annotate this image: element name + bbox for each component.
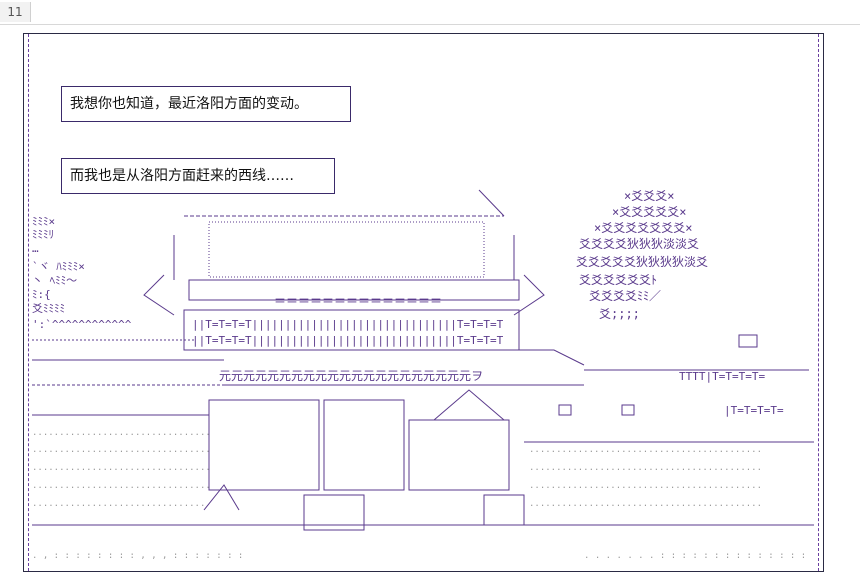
svg-text:||T=T=T=T|||||||||||||||||||||: ||T=T=T=T|||||||||||||||||||||||||||||||…	[192, 318, 504, 331]
ascii-art-scene: ﾐﾐﾐ× ﾐﾐﾐﾘ … `ヾ ﾊﾐﾐﾐ× 丶 ﾍﾐﾐ〜 ﾐ:{ 爻ﾐﾐﾐﾐ ':…	[32, 189, 814, 560]
svg-text:爻爻爻爻爻爻ﾄ: 爻爻爻爻爻爻ﾄ	[579, 273, 657, 287]
svg-text:元元元元元元元元元元元元元元元元元元元元元ヲ: 元元元元元元元元元元元元元元元元元元元元元ヲ	[219, 369, 483, 383]
svg-text:×爻爻爻爻爻×: ×爻爻爻爻爻×	[612, 205, 686, 219]
right-tree: ×爻爻爻× ×爻爻爻爻爻× ×爻爻爻爻爻爻爻× 爻爻爻爻狄狄狄淡淡爻 爻爻爻爻爻…	[576, 189, 708, 321]
svg-text:..............................: .................................	[32, 481, 211, 491]
svg-text:..............................: .................................	[32, 445, 211, 455]
svg-text:|T=T=T=T=: |T=T=T=T=	[724, 404, 784, 417]
frame-right-dashes	[818, 34, 819, 571]
svg-text:':`^^^^^^^^^^^^: ':`^^^^^^^^^^^^	[32, 318, 132, 331]
caption-box-2: 而我也是从洛阳方面赶来的西线……	[61, 158, 335, 194]
art-frame	[23, 33, 824, 572]
svg-text:…: …	[32, 242, 39, 255]
svg-text:||T=T=T=T|||||||||||||||||||||: ||T=T=T=T|||||||||||||||||||||||||||||||…	[192, 334, 504, 347]
svg-text:..............................: ........................................…	[529, 499, 762, 509]
svg-text:..............................: ........................................…	[529, 445, 762, 455]
svg-text:ﾐﾐﾐﾘ: ﾐﾐﾐﾘ	[32, 228, 54, 241]
svg-text:爻爻爻爻ﾐﾐ／: 爻爻爻爻ﾐﾐ／	[589, 289, 661, 303]
ground-dots: ................................. ......…	[32, 428, 806, 560]
top-bar: 11	[0, 0, 860, 25]
svg-text:..............................: .................................	[32, 463, 211, 473]
page-number: 11	[0, 2, 31, 22]
svg-text:爻爻爻爻爻狄狄狄狄淡爻: 爻爻爻爻爻狄狄狄狄淡爻	[576, 255, 708, 269]
svg-text:..............................: ................................	[32, 499, 205, 509]
svg-text:×爻爻爻×: ×爻爻爻×	[624, 189, 674, 203]
svg-text:爻爻爻爻狄狄狄淡淡爻: 爻爻爻爻狄狄狄淡淡爻	[579, 237, 699, 251]
svg-text:×爻爻爻爻爻爻爻×: ×爻爻爻爻爻爻爻×	[594, 221, 692, 235]
svg-text:. . . . . . . : : : : : : :: . . . . . . . : : : : : : : : : : : : : …	[584, 551, 806, 560]
svg-text:爻;;;;: 爻;;;;	[599, 307, 640, 321]
svg-text:ﾐﾐﾐ×: ﾐﾐﾐ×	[32, 215, 55, 228]
svg-text:..............................: .................................	[32, 428, 211, 438]
svg-text:TTTT|T=T=T=T=: TTTT|T=T=T=T=	[679, 370, 765, 383]
caption-box-1: 我想你也知道，最近洛阳方面的变动。	[61, 86, 351, 122]
svg-text:..............................: ........................................…	[529, 463, 762, 473]
svg-text:爻ﾐﾐﾐﾐ: 爻ﾐﾐﾐﾐ	[32, 302, 65, 315]
svg-text:. , : : : : : : : : , , , : :: . , : : : : : : : : , , , : : : : : : :	[32, 551, 243, 560]
svg-text:..............................: ........................................…	[529, 481, 762, 491]
frame-left-dashes	[28, 34, 29, 571]
svg-text:丶 ﾍﾐﾐ〜: 丶 ﾍﾐﾐ〜	[32, 274, 77, 287]
svg-text:ﾐ:{: ﾐ:{	[32, 288, 51, 301]
svg-text:`ヾ ﾊﾐﾐﾐ×: `ヾ ﾊﾐﾐﾐ×	[32, 260, 85, 273]
left-bushes: ﾐﾐﾐ× ﾐﾐﾐﾘ … `ヾ ﾊﾐﾐﾐ× 丶 ﾍﾐﾐ〜 ﾐ:{ 爻ﾐﾐﾐﾐ ':…	[32, 215, 132, 331]
svg-text:＝＝＝＝＝＝＝＝＝＝＝＝＝＝: ＝＝＝＝＝＝＝＝＝＝＝＝＝＝	[274, 294, 442, 308]
